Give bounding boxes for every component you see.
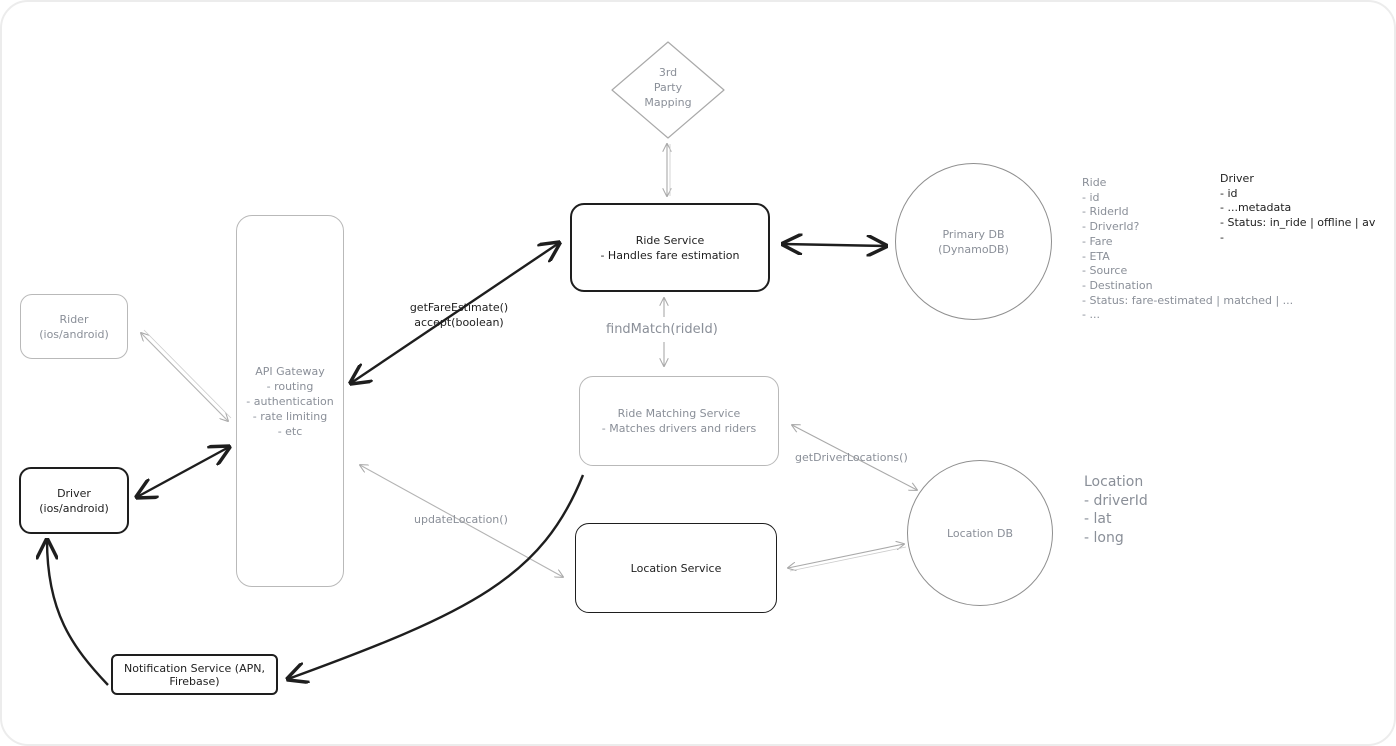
location-schema-title: Location [1084,474,1144,490]
location-schema-field: - long [1084,529,1124,546]
api-gateway-line: - etc [277,424,303,438]
ride-service-title: Ride Service [635,233,705,247]
notification-driver-arrow [47,540,109,686]
location-schema: Location - driverId - lat - long [1084,473,1148,547]
driver-client-box: Driver (ios/android) [19,467,129,534]
api-gateway-box: API Gateway - routing - authentication -… [236,215,344,587]
ride-schema-field: - ... [1082,308,1100,322]
get-driver-locations-edge-label: getDriverLocations() [795,451,908,464]
driver-schema: Driver - id - ...metadata - Status: in_r… [1220,172,1375,246]
primary-db-title: Primary DB [942,227,1005,241]
ride-schema-field: - ETA [1082,249,1110,263]
location-service-db-arrow-shadow [789,546,907,572]
mapping-line: Party [653,81,683,94]
ride-schema-field: - Source [1082,264,1128,278]
driver-subtitle: (ios/android) [39,501,109,515]
driver-schema-field: - Status: in_ride | offline | av [1220,216,1376,230]
primary-db-circle: Primary DB (DynamoDB) [895,163,1052,320]
edge-label-line: accept(boolean) [414,316,504,329]
location-service-box: Location Service [575,523,777,613]
location-db-title: Location DB [946,526,1014,540]
find-match-edge-label: findMatch(rideId) [606,322,718,337]
primary-db-subtitle: (DynamoDB) [938,242,1009,256]
ride-service-box: Ride Service - Handles fare estimation [570,203,770,292]
ride-schema-field: - Destination [1082,278,1153,292]
ride-schema: Ride - id - RiderId - DriverId? - Fare -… [1082,176,1293,323]
location-service-db-arrow [788,544,904,568]
ride-schema-field: - Status: fare-estimated | matched | ... [1082,293,1294,307]
driver-schema-title: Driver [1220,172,1254,185]
driver-schema-field: - [1220,230,1224,244]
rider-title: Rider [59,312,89,326]
ride-matching-title: Ride Matching Service [617,407,741,420]
location-schema-field: - lat [1084,511,1112,527]
gateway-ride-service-arrow [351,243,559,383]
driver-title: Driver [57,486,91,500]
driver-schema-field: - id [1220,186,1238,200]
ride-schema-field: - DriverId? [1082,220,1140,234]
api-gateway-line: - rate limiting [252,409,328,423]
third-party-mapping-label: 3rd Party Mapping [613,65,723,110]
ride-schema-field: - Fare [1082,234,1113,248]
matching-notification-arrow [288,474,585,679]
mapping-line: 3rd [658,66,678,79]
rider-gateway-arrow [141,333,228,421]
third-party-mapping-diamond [611,41,725,139]
gateway-ride-edge-label: getFareEstimate() accept(boolean) [394,300,524,330]
update-location-edge-label: updateLocation() [414,513,508,526]
notification-line: Notification Service (APN, [124,661,265,675]
notification-service-box: Notification Service (APN, Firebase) [111,654,278,695]
matching-location-db-arrow [792,425,917,490]
rider-client-box: Rider (ios/android) [20,294,128,359]
location-schema-field: - driverId [1084,492,1148,509]
rider-gateway-arrow-shadow [143,329,232,419]
mapping-line: Mapping [644,96,692,109]
ride-matching-subtitle: - Matches drivers and riders [601,422,757,435]
ride-schema-field: - id [1082,190,1100,204]
location-service-title: Location Service [630,561,722,575]
driver-schema-field: - ...metadata [1220,201,1292,215]
edge-label-line: getFareEstimate() [409,301,509,314]
api-gateway-line: - routing [266,379,314,393]
api-gateway-title: API Gateway [255,364,325,378]
ride-matching-service-box: Ride Matching Service - Matches drivers … [579,376,779,466]
location-db-circle: Location DB [907,460,1053,606]
ride-schema-title: Ride [1082,176,1107,189]
rider-subtitle: (ios/android) [39,327,109,341]
api-gateway-line: - authentication [246,394,334,408]
ride-schema-field: - RiderId [1082,205,1129,219]
driver-gateway-arrow [137,447,229,497]
ride-service-db-arrow [783,244,886,246]
notification-line: Firebase) [169,674,220,688]
ride-service-subtitle: - Handles fare estimation [600,248,740,262]
